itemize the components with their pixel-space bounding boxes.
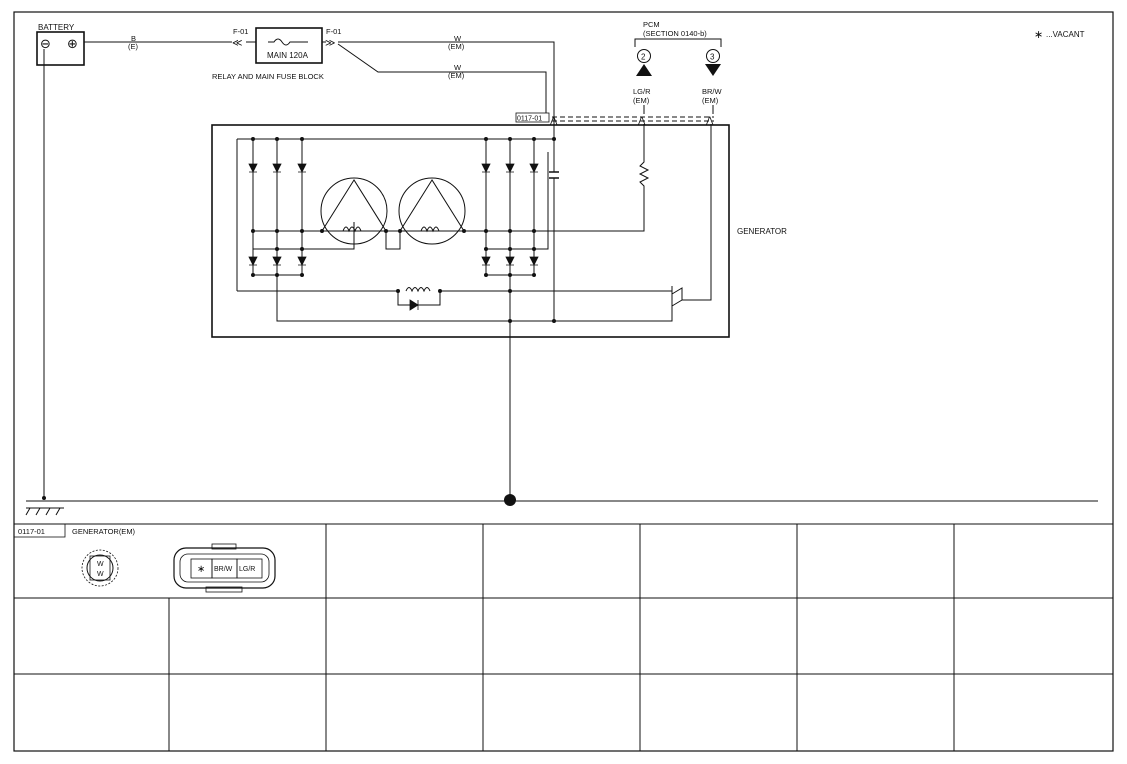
pcm-wire-a-harness: (EM) [633,96,650,105]
pcm-section: (SECTION 0140-b) [643,29,707,38]
generator-label: GENERATOR [737,227,787,236]
wire-w1-harness: (EM) [448,42,465,51]
fuse-connector-left: F-01 [233,27,248,36]
arrow-up-icon [636,64,652,76]
diode-icon [481,163,539,266]
pcm-wire-b-color: BR/W [702,87,723,96]
arrow-down-icon [705,64,721,76]
pcm-wire-b-harness: (EM) [702,96,719,105]
connector-chevron-icon: ≫ [325,38,335,49]
resistor-icon [534,124,650,232]
wire-w1-color: W [454,34,462,43]
battery-minus-icon: ⊖ [40,36,51,51]
diode-icon [248,163,307,266]
round-terminal: W W [81,549,119,587]
connector-chevron-icon: ⋀ [637,115,646,125]
connector-code: 0117-01 [18,527,45,536]
pcm-title: PCM [643,20,660,29]
connector-table: 0117-01 GENERATOR(EM) W W ∗ BR/W LG/R [13,523,1113,751]
battery-label: BATTERY [38,23,75,32]
fuse-icon [268,38,308,46]
fuse-connector-right: F-01 [326,27,341,36]
vacant-legend: ∗ ...VACANT [1034,29,1085,41]
pcm-pin-2: 2 [641,53,646,62]
vacant-text: ...VACANT [1046,30,1085,39]
ground-point [504,494,516,506]
wire-b-color: B [131,34,136,43]
round-terminal-bottom: W [97,571,104,578]
pin-lg-r: LG/R [239,566,255,573]
connector-chevron-icon: ⋀ [705,115,714,125]
fuse-label: MAIN 120A [267,51,309,60]
pcm-wire-a-color: LG/R [633,87,651,96]
round-terminal-top: W [97,561,104,568]
capacitor-icon [549,171,559,179]
connector-name: GENERATOR(EM) [72,527,136,536]
generator: GENERATOR [211,120,787,338]
relay-main-fuse-block: F-01 F-01 ≪ ≫ MAIN 120A RELAY AND MAIN F… [212,27,341,81]
battery: BATTERY ⊖ ⊕ [36,23,85,66]
field-coil-icon [405,287,431,293]
battery-plus-icon: ⊕ [67,36,78,51]
page-frame [13,11,1114,752]
pcm-connector: PCM (SECTION 0140-b) 2 3 LG/R (EM) BR/W … [633,20,723,114]
fuse-block-caption: RELAY AND MAIN FUSE BLOCK [212,72,324,81]
pcm-pin-3: 3 [710,53,715,62]
diode-icon [409,299,419,311]
stator-coil-icon [398,177,466,245]
pin-br-w: BR/W [214,566,233,573]
wire-w2-harness: (EM) [448,71,465,80]
pin-vacant: ∗ [197,564,205,575]
connector-tag: 0117-01 [517,116,542,123]
ground-icon [25,507,64,516]
wire-b-harness: (E) [128,42,139,51]
pin-connector: ∗ BR/W LG/R [173,543,276,593]
connector-chevron-icon: ≪ [232,38,242,49]
vacant-symbol: ∗ [1034,29,1043,41]
wire-w2-color: W [454,63,462,72]
